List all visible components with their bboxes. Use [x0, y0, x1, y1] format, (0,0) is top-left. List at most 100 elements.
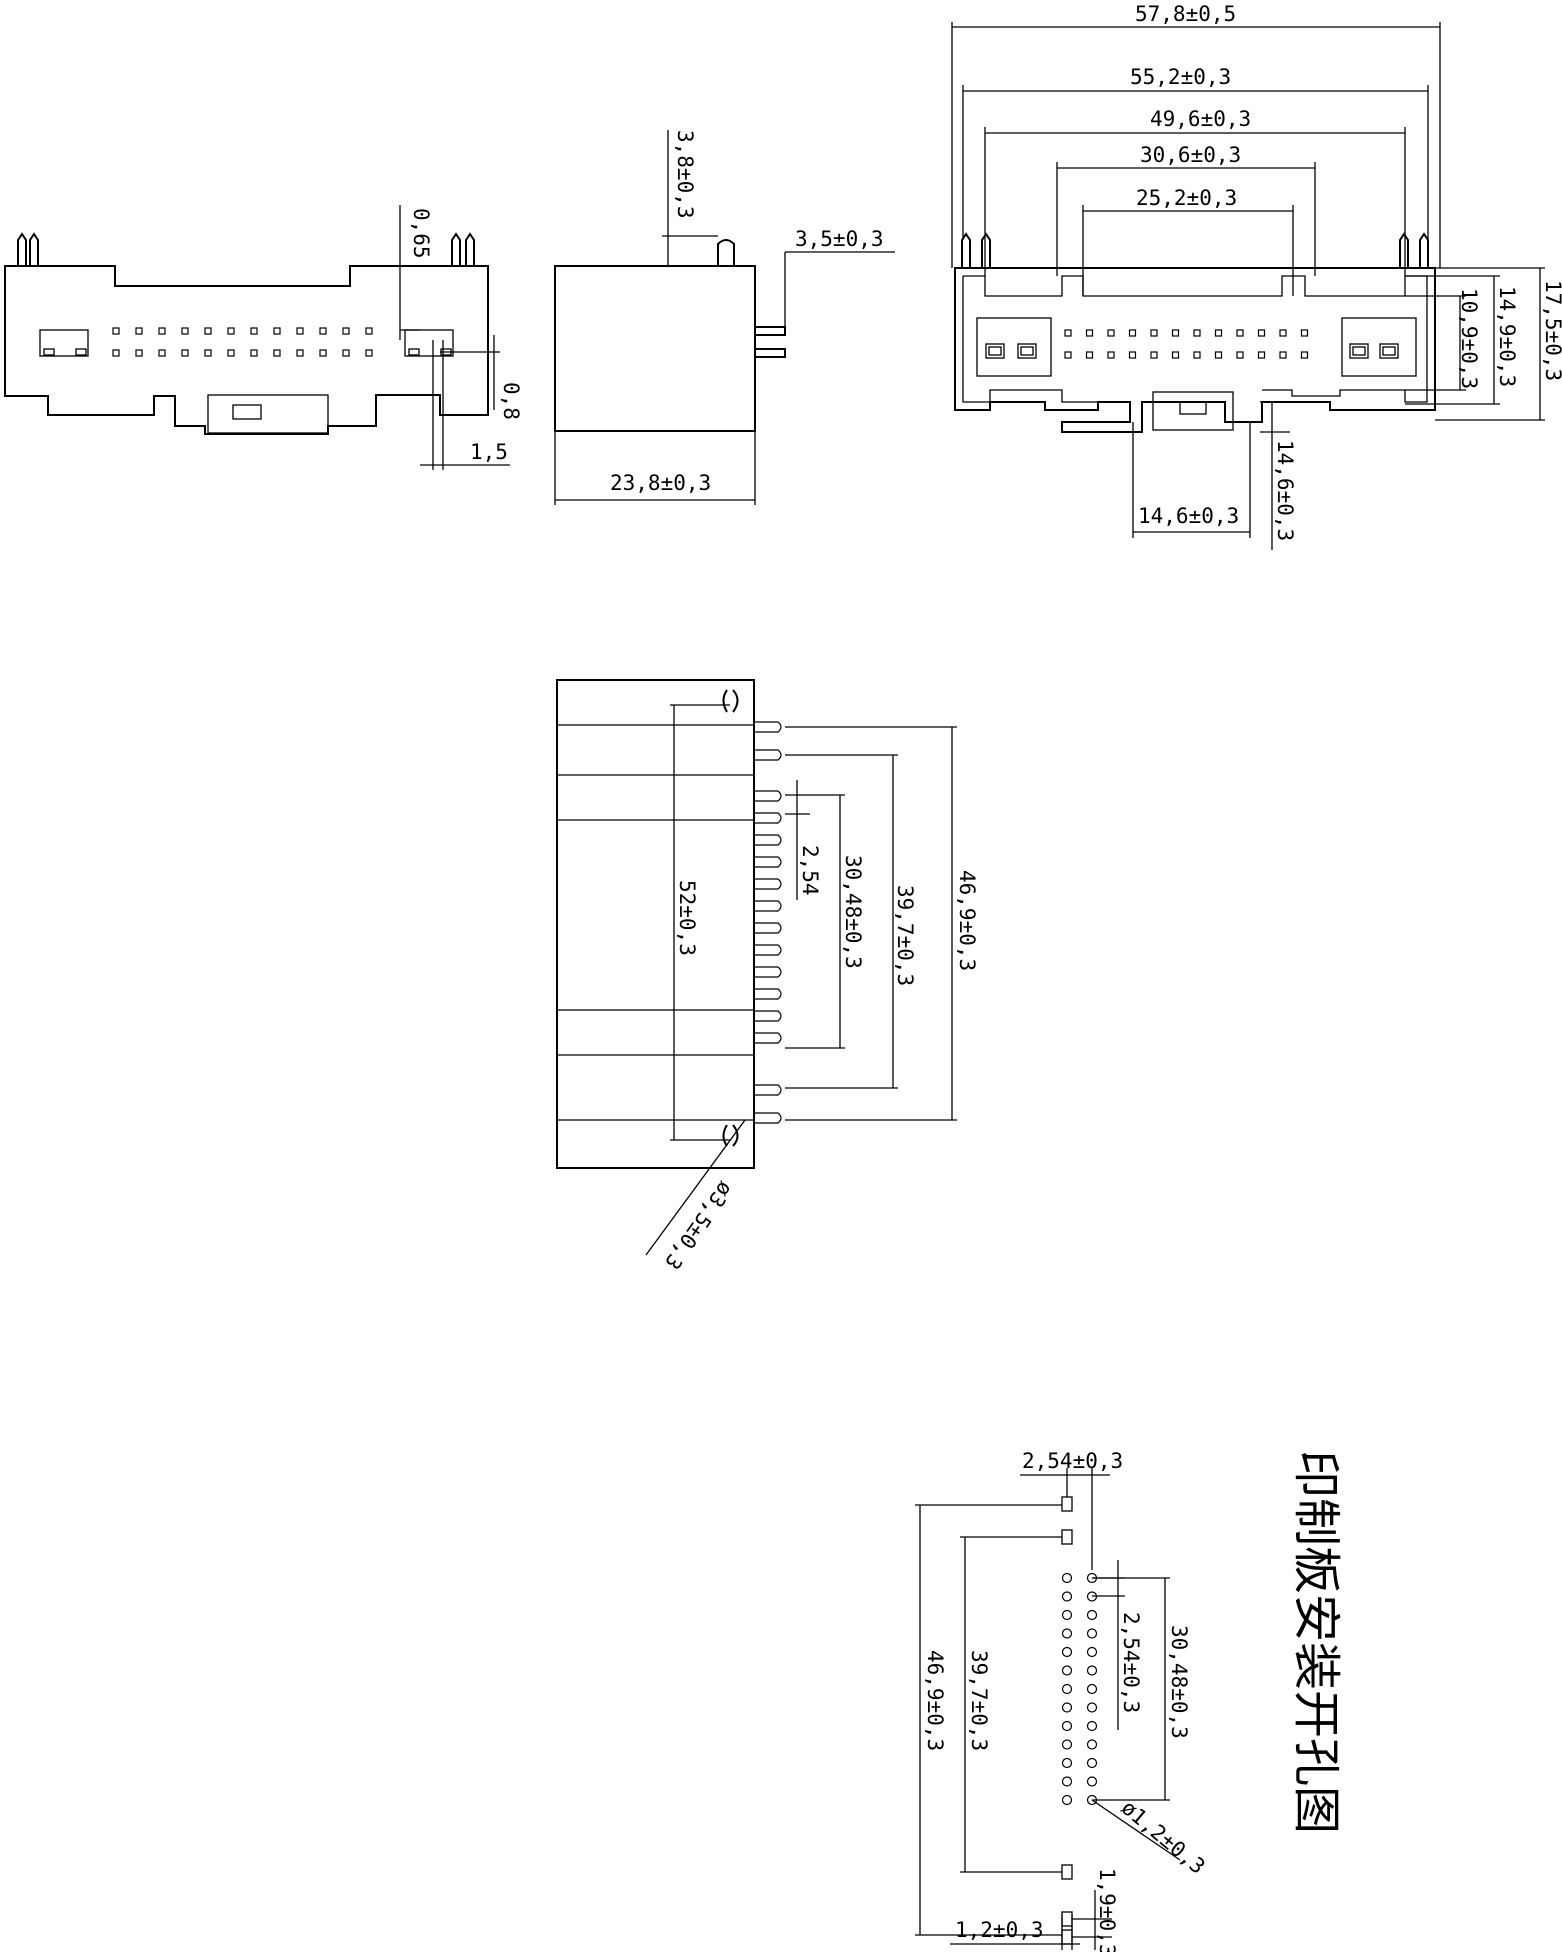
pcb-hole: [1086, 1609, 1098, 1621]
pin-tip: [754, 988, 782, 1000]
pcb-hole: [1086, 1757, 1098, 1769]
pin-tip: [754, 944, 782, 956]
pin-tip: [754, 1084, 782, 1096]
pin-square: [1279, 351, 1287, 359]
pcb-hole: [1061, 1794, 1073, 1806]
pin-square: [112, 327, 120, 335]
pin-square: [1236, 351, 1244, 359]
pcb-hole: [1061, 1739, 1073, 1750]
pcb-hole: [1061, 1776, 1073, 1787]
dim-52: 52±0,3: [675, 880, 699, 956]
pcb-dim-2-54-v: 2,54±0,3: [1119, 1612, 1143, 1713]
pin-square: [273, 349, 281, 357]
dim-14-6-v: 14,6±0,3: [1273, 440, 1297, 541]
pin-square: [112, 349, 120, 357]
pcb-hole: [1061, 1628, 1073, 1639]
pcb-hole: [1061, 1572, 1073, 1584]
dim-2-54: 2,54: [798, 845, 822, 896]
pin-square: [1107, 351, 1115, 359]
pcb-hole: [1086, 1739, 1098, 1750]
pcb-hole: [1061, 1757, 1073, 1769]
pin-square: [158, 327, 166, 335]
front-view: 0,65 0,8 1,5: [4, 205, 523, 470]
pin-square: [1236, 329, 1244, 337]
pin-square: [296, 349, 304, 357]
pin-tip: [754, 1010, 782, 1022]
dim-3-5: 3,5±0,3: [795, 227, 884, 251]
pin-square: [1171, 329, 1180, 337]
pcb-dim-46-9: 46,9±0,3: [923, 1650, 947, 1751]
rear-pin-column: [754, 721, 782, 1124]
dim-phi-3-5: ø3,5±0,3: [660, 1177, 738, 1274]
pin-square: [1214, 351, 1223, 359]
pin-square: [1064, 351, 1072, 359]
dim-1-5: 1,5: [470, 440, 508, 464]
pcb-hole: [1061, 1646, 1073, 1658]
dim-14-9: 14,9±0,3: [1495, 286, 1519, 387]
pin-square: [1300, 351, 1309, 359]
pin-square: [227, 349, 235, 357]
dim-23-8: 23,8±0,3: [610, 471, 711, 495]
pcb-dim-1-9: 1,9±0,3: [1095, 1868, 1119, 1952]
pin-square: [1257, 329, 1266, 337]
dim-49-6: 49,6±0,3: [1150, 107, 1251, 131]
pcb-hole: [1086, 1628, 1098, 1639]
pin-square: [1171, 351, 1180, 359]
pin-tip: [754, 790, 782, 802]
pin-square: [250, 349, 258, 357]
pin-square: [1193, 329, 1201, 337]
pin-square: [365, 349, 373, 357]
pcb-dim-2-54-top: 2,54±0,3: [1022, 1449, 1123, 1473]
pcb-layout-title: 印制板安装开孔图: [1288, 1450, 1344, 1834]
pin-square: [1150, 329, 1158, 337]
pin-tip: [754, 834, 782, 846]
top-view: 57,8±0,5 55,2±0,3 49,6±0,3 30,6±0,3 25,2…: [951, 2, 1562, 550]
pin-tip: [754, 721, 782, 733]
pcb-dim-30-48: 30,48±0,3: [1167, 1625, 1191, 1739]
pin-square: [273, 327, 281, 335]
pin-square: [181, 327, 189, 335]
pin-square: [342, 327, 350, 335]
pcb-hole: [1061, 1720, 1073, 1732]
dim-39-7: 39,7±0,3: [893, 885, 917, 986]
pin-square: [181, 349, 189, 357]
pin-square: [296, 327, 304, 335]
pin-square: [204, 327, 212, 335]
pin-square: [135, 327, 143, 335]
pin-square: [1193, 351, 1201, 359]
dim-10-9: 10,9±0,3: [1457, 288, 1481, 389]
pcb-hole: [1061, 1665, 1073, 1676]
dim-3-8: 3,8±0,3: [673, 130, 697, 219]
dim-17-5: 17,5±0,3: [1541, 280, 1562, 381]
pin-square: [250, 327, 258, 335]
dim-57-8: 57,8±0,5: [1135, 2, 1236, 26]
pin-square: [1128, 351, 1137, 359]
pin-square: [1257, 351, 1266, 359]
pin-tip: [754, 856, 782, 868]
pcb-hole: [1061, 1683, 1073, 1695]
pin-square: [342, 349, 350, 357]
pcb-dim-39-7: 39,7±0,3: [967, 1650, 991, 1751]
pcb-hole: [1061, 1609, 1073, 1621]
pin-square: [1107, 329, 1115, 337]
pin-square: [1085, 329, 1094, 337]
dim-14-6-h: 14,6±0,3: [1138, 504, 1239, 528]
pcb-hole: [1061, 1702, 1073, 1713]
pcb-dim-1-2: 1,2±0,3: [955, 1918, 1044, 1942]
pin-square: [1150, 351, 1158, 359]
pin-tip: [754, 1112, 782, 1124]
pin-square: [365, 327, 373, 335]
pin-square: [1085, 351, 1094, 359]
dim-25-2: 25,2±0,3: [1136, 186, 1237, 210]
pcb-hole: [1086, 1646, 1098, 1658]
pin-tip: [754, 900, 782, 912]
pin-tip: [754, 966, 782, 978]
pcb-hole: [1086, 1665, 1098, 1676]
pin-square: [1128, 329, 1137, 337]
pin-tip: [754, 749, 782, 761]
top-pin-grid: [1064, 329, 1309, 359]
rear-view: 52±0,3 46,9±0,3 39,7±0,3 30,48±0,3 2,54 …: [556, 679, 979, 1274]
pcb-hole: [1086, 1776, 1098, 1787]
dim-55-2: 55,2±0,3: [1130, 65, 1231, 89]
